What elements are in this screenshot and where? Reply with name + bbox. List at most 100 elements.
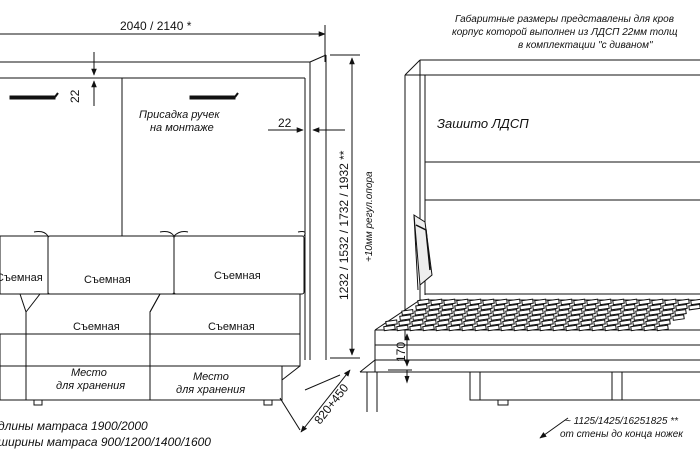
slat (448, 324, 461, 332)
overall-note-2: корпус которой выполнен из ЛДСП 22мм тол… (452, 27, 678, 38)
slat (690, 298, 700, 306)
slat (441, 303, 454, 311)
slat (565, 324, 578, 332)
slat (518, 309, 531, 316)
slat (570, 309, 583, 316)
slat (450, 319, 463, 327)
slat (401, 309, 414, 316)
slat (480, 303, 493, 311)
slat (440, 309, 453, 316)
slat (635, 309, 648, 316)
slat (502, 319, 515, 327)
slat (643, 324, 656, 332)
slat (492, 309, 505, 316)
slat (617, 324, 630, 332)
slat (648, 309, 661, 316)
slat (454, 303, 467, 311)
cushion-label-center: Съемная (84, 274, 131, 286)
slat (519, 303, 532, 311)
slat (521, 298, 534, 306)
slat (479, 309, 492, 316)
slat (399, 314, 412, 321)
slat (612, 298, 625, 306)
back-panel-label: Зашито ЛДСП (437, 116, 529, 131)
slat (599, 298, 612, 306)
seat-label-right: Съемная (208, 321, 255, 333)
slat (435, 324, 448, 332)
slat (619, 319, 632, 327)
slat (607, 314, 620, 321)
slat (544, 309, 557, 316)
slat (430, 298, 443, 306)
slat (636, 303, 649, 311)
slat (476, 319, 489, 327)
storage-label-left-1: Место (71, 367, 107, 379)
slat (586, 298, 599, 306)
front-view (0, 25, 360, 433)
slat (515, 319, 528, 327)
slat (443, 298, 456, 306)
slat (506, 303, 519, 311)
handle-right (189, 95, 236, 100)
slat (425, 314, 438, 321)
slat (508, 298, 521, 306)
slat (396, 324, 409, 332)
slat (560, 298, 573, 306)
open-bed-view (359, 59, 700, 439)
slat (422, 324, 435, 332)
slat (409, 324, 422, 332)
slat (656, 324, 669, 332)
mattress-width-note: ширины матраса 900/1200/1400/1600 (0, 435, 211, 449)
gap-side-label: 22 (278, 116, 292, 130)
storage-label-right-2: для хранения (176, 384, 245, 396)
slat (659, 314, 672, 321)
gap-top-label: 22 (68, 89, 82, 103)
slat (438, 314, 451, 321)
slat (674, 309, 687, 316)
slat (469, 298, 482, 306)
slat (461, 324, 474, 332)
slat (437, 319, 450, 327)
slat (630, 324, 643, 332)
slat (505, 309, 518, 316)
slat (427, 309, 440, 316)
slat (516, 314, 529, 321)
slat (661, 309, 674, 316)
slat (534, 298, 547, 306)
bed-height-label: 170 (394, 342, 408, 362)
slat (463, 319, 476, 327)
slat (584, 303, 597, 311)
slat (532, 303, 545, 311)
slat (610, 303, 623, 311)
bed-slats (383, 298, 700, 332)
slat (594, 314, 607, 321)
storage-label-left-2: для хранения (56, 380, 125, 392)
height-label: 1232 / 1532 / 1732 / 1932 ** (337, 150, 351, 300)
slat (456, 298, 469, 306)
slat (649, 303, 662, 311)
slat (581, 314, 594, 321)
slat (539, 324, 552, 332)
slat (567, 319, 580, 327)
width-label: 2040 / 2140 * (120, 19, 192, 33)
slat (513, 324, 526, 332)
support-note: +10мм регул.опора (364, 171, 375, 262)
slat (474, 324, 487, 332)
slat (580, 319, 593, 327)
slat (609, 309, 622, 316)
slat (623, 303, 636, 311)
slat (632, 319, 645, 327)
slat (557, 309, 570, 316)
slat (568, 314, 581, 321)
slat (541, 319, 554, 327)
leg-distance-note-2: от стены до конца ножек (560, 429, 684, 440)
mattress-length-note: длины матраса 1900/2000 (0, 419, 148, 433)
slat (495, 298, 508, 306)
slat (412, 314, 425, 321)
slat (424, 319, 437, 327)
slat (604, 324, 617, 332)
slat (411, 319, 424, 327)
handle-note-line2: на монтаже (150, 122, 214, 134)
slat (597, 303, 610, 311)
